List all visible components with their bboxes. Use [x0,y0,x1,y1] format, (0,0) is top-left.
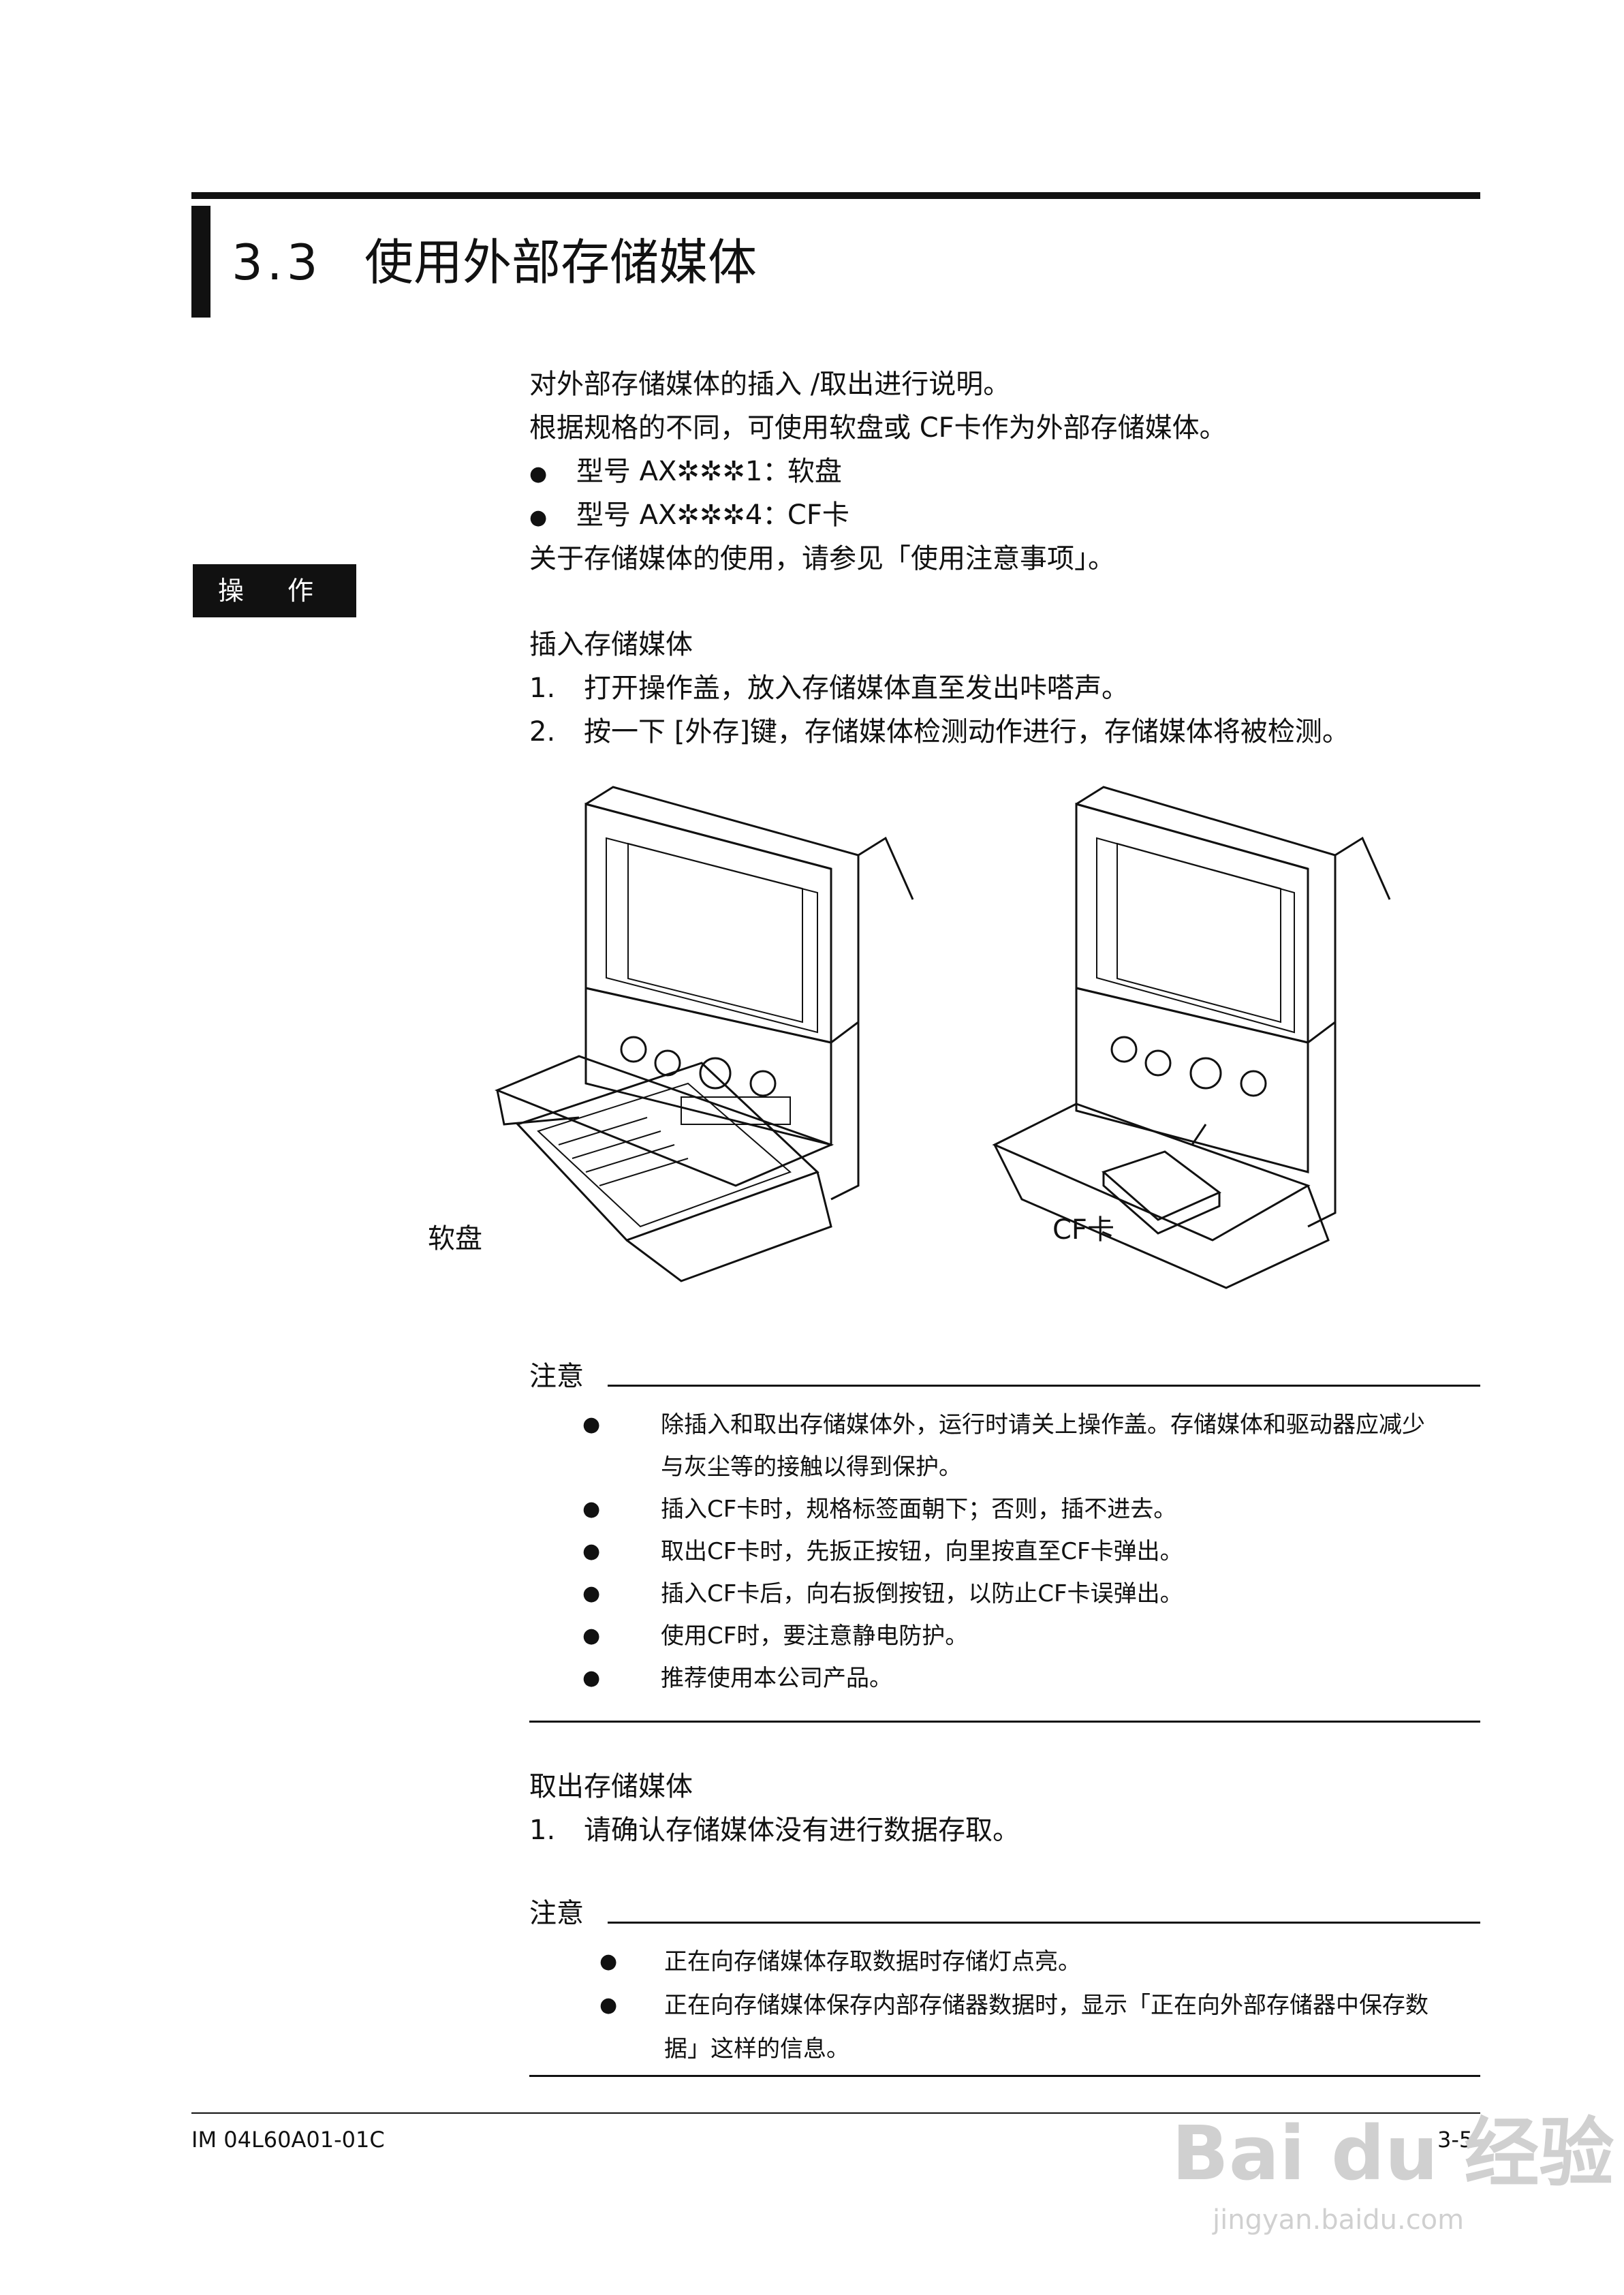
bullet: ● [582,1497,601,1521]
step-text: 按一下 [外存]键，存储媒体检测动作进行，存储媒体将被检测。 [584,716,1349,748]
section-title: 使用外部存储媒体 [364,234,758,291]
bullet: ● [599,1950,618,1973]
document-id: IM 04L60A01-01C [191,2127,385,2153]
note-rule [608,1922,1480,1924]
remove-step: 1. 请确认存储媒体没有进行数据存取。 [529,1808,1020,1852]
note-item: ● 推荐使用本公司产品。 [582,1657,892,1699]
insert-step: 1. 打开操作盖，放入存储媒体直至发出咔嗒声。 [529,666,1129,710]
top-rule [191,192,1480,199]
bullet: ● [582,1413,601,1436]
figure-label-cf: CF卡 [1052,1214,1114,1246]
note-text: 推荐使用本公司产品。 [661,1665,892,1692]
step-text: 打开操作盖，放入存储媒体直至发出咔嗒声。 [584,673,1129,704]
note-item: ● 除插入和取出存储媒体外，运行时请关上操作盖。存储媒体和驱动器应减少 [582,1404,1425,1446]
model-item: ● 型号 AX✲✲✲1：软盘 [529,450,842,496]
model-media: 软盘 [787,456,842,487]
watermark-url: jingyan.baidu.com [1213,2204,1465,2236]
bullet: ● [529,506,548,529]
intro-line-3: 关于存储媒体的使用，请参见「使用注意事项」。 [529,543,1115,574]
model-label: 型号 AX✲✲✲1： [576,456,790,487]
note-text: 插入CF卡时，规格标签面朝下；否则，插不进去。 [661,1496,1177,1523]
model-item: ● 型号 AX✲✲✲4：CF卡 [529,493,849,540]
floppy-recorder-drawing [495,786,914,1282]
note-item-continuation: 与灰尘等的接触以得到保护。 [661,1453,962,1481]
note-text: 除插入和取出存储媒体外，运行时请关上操作盖。存储媒体和驱动器应减少 [661,1411,1425,1438]
step-number: 2. [529,716,556,748]
note-item: ● 正在向存储媒体保存内部存储器数据时，显示「正在向外部存储器中保存数 [599,1984,1428,2027]
section-heading: 3.3 使用外部存储媒体 [232,232,757,293]
note-item: ● 插入CF卡时，规格标签面朝下；否则，插不进去。 [582,1488,1177,1530]
insert-title: 插入存储媒体 [529,629,693,660]
section-number: 3.3 [232,234,322,291]
note-text: 正在向存储媒体保存内部存储器数据时，显示「正在向外部存储器中保存数 [664,1992,1428,2019]
bullet: ● [582,1666,601,1690]
insert-step: 2. 按一下 [外存]键，存储媒体检测动作进行，存储媒体将被检测。 [529,710,1349,754]
note-item: ● 使用CF时，要注意静电防护。 [582,1615,969,1657]
bullet: ● [599,1993,618,2017]
intro-line-2: 根据规格的不同，可使用软盘或 CF卡作为外部存储媒体。 [529,412,1227,444]
note-item-continuation: 据」这样的信息。 [664,2035,849,2063]
recorder-illustration [495,786,1391,1289]
bullet: ● [582,1582,601,1605]
note-item: ● 取出CF卡时，先扳正按钮，向里按直至CF卡弹出。 [582,1530,1183,1573]
step-text: 请确认存储媒体没有进行数据存取。 [584,1815,1020,1846]
note-rule [608,1385,1480,1387]
note-text: 插入CF卡后，向右扳倒按钮，以防止CF卡误弹出。 [661,1580,1183,1607]
note-text: 取出CF卡时，先扳正按钮，向里按直至CF卡弹出。 [661,1538,1183,1565]
cf-recorder-drawing [992,786,1391,1289]
note-title: 注意 [529,1898,584,1929]
note-item: ● 正在向存储媒体存取数据时存储灯点亮。 [599,1941,1081,1983]
note-text: 使用CF时，要注意静电防护。 [661,1622,969,1650]
page-number: 3-5 [1437,2127,1473,2153]
model-label: 型号 AX✲✲✲4： [576,499,790,531]
step-number: 1. [529,1815,556,1846]
note-bottom-rule [529,2075,1480,2077]
operation-label: 操 作 [193,564,356,617]
remove-title: 取出存储媒体 [529,1771,693,1802]
footer-rule [191,2112,1480,2114]
heading-bar [191,206,210,318]
intro-line-1: 对外部存储媒体的插入 /取出进行说明。 [529,369,1011,400]
note-title: 注意 [529,1361,584,1392]
step-number: 1. [529,673,556,704]
note-item: ● 插入CF卡后，向右扳倒按钮，以防止CF卡误弹出。 [582,1573,1183,1615]
bullet: ● [582,1539,601,1563]
note-bottom-rule [529,1721,1480,1723]
bullet: ● [582,1624,601,1648]
model-media: CF卡 [787,499,849,531]
watermark-logo: Bai du 经验 [1172,2110,1614,2197]
note-text: 正在向存储媒体存取数据时存储灯点亮。 [664,1948,1081,1975]
figure-label-floppy: 软盘 [428,1223,482,1254]
bullet: ● [529,462,548,486]
